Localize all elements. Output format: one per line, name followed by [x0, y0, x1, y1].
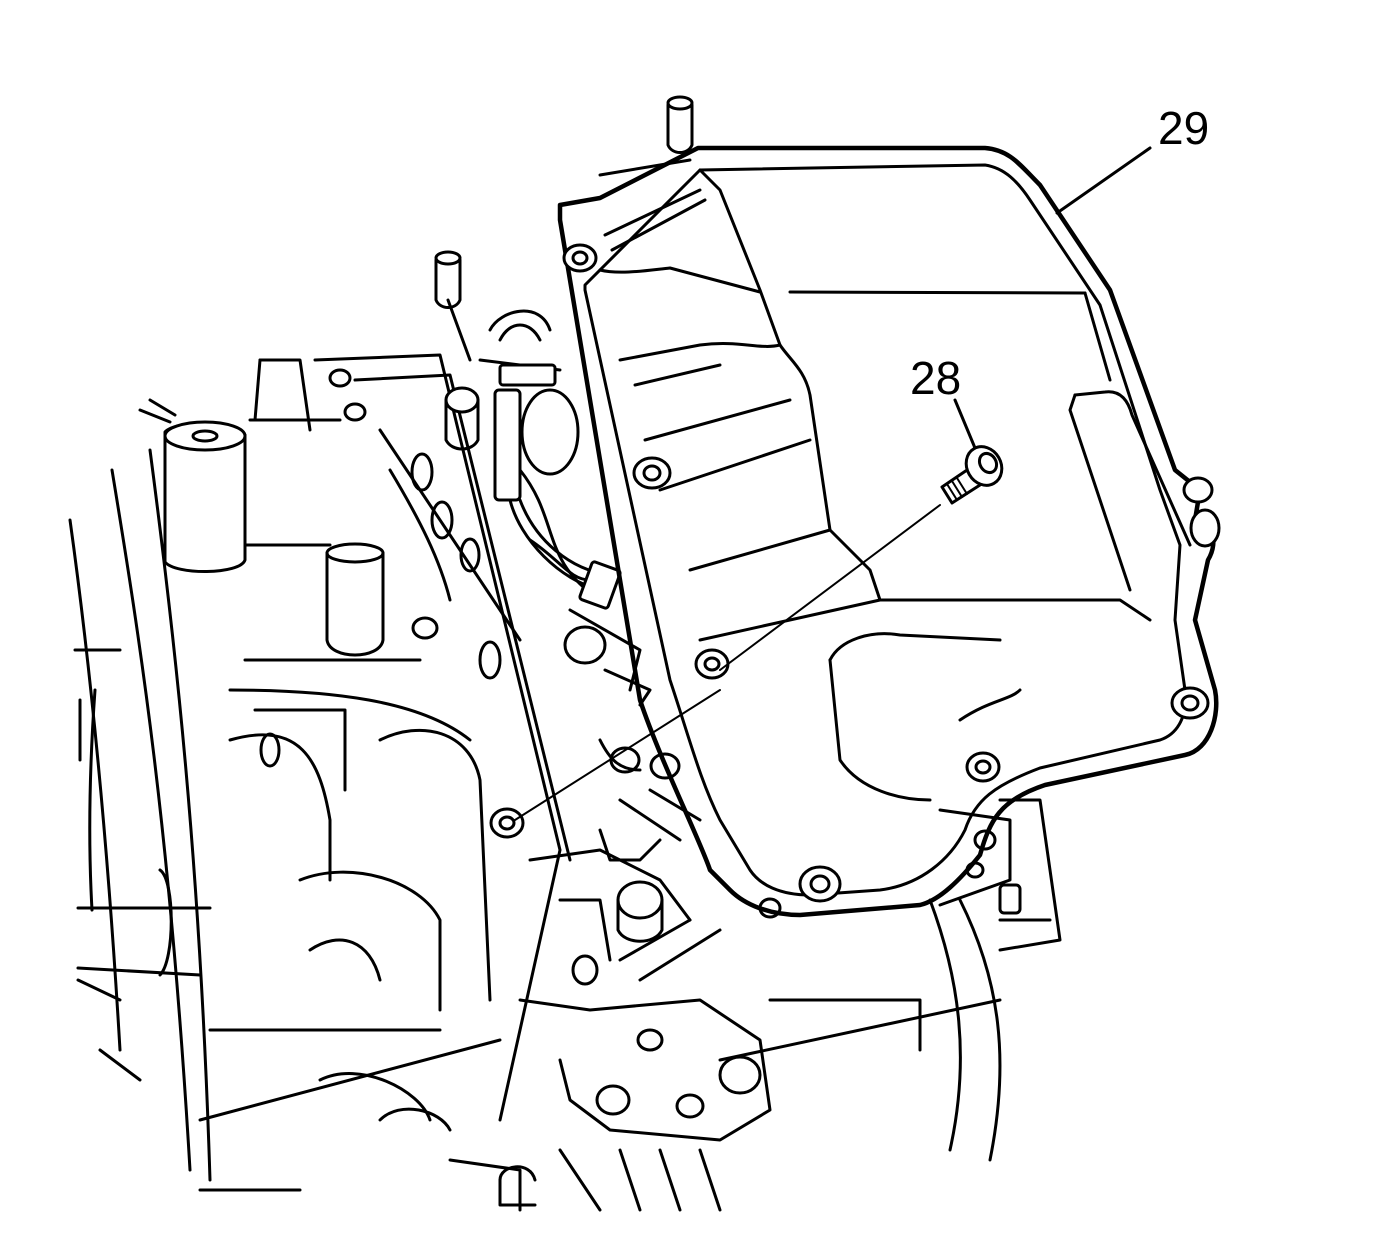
cover-bolt — [514, 445, 1004, 821]
valve-body — [313, 95, 772, 1207]
leader-line-29 — [1055, 146, 1152, 215]
callout-leaders — [953, 146, 1152, 450]
valve-body-cover — [489, 145, 1221, 919]
callout-28-label: 28 — [910, 352, 962, 404]
callout-29-label: 29 — [1158, 102, 1210, 154]
transmission-housing — [68, 358, 1062, 1212]
leader-line-28 — [953, 398, 977, 450]
